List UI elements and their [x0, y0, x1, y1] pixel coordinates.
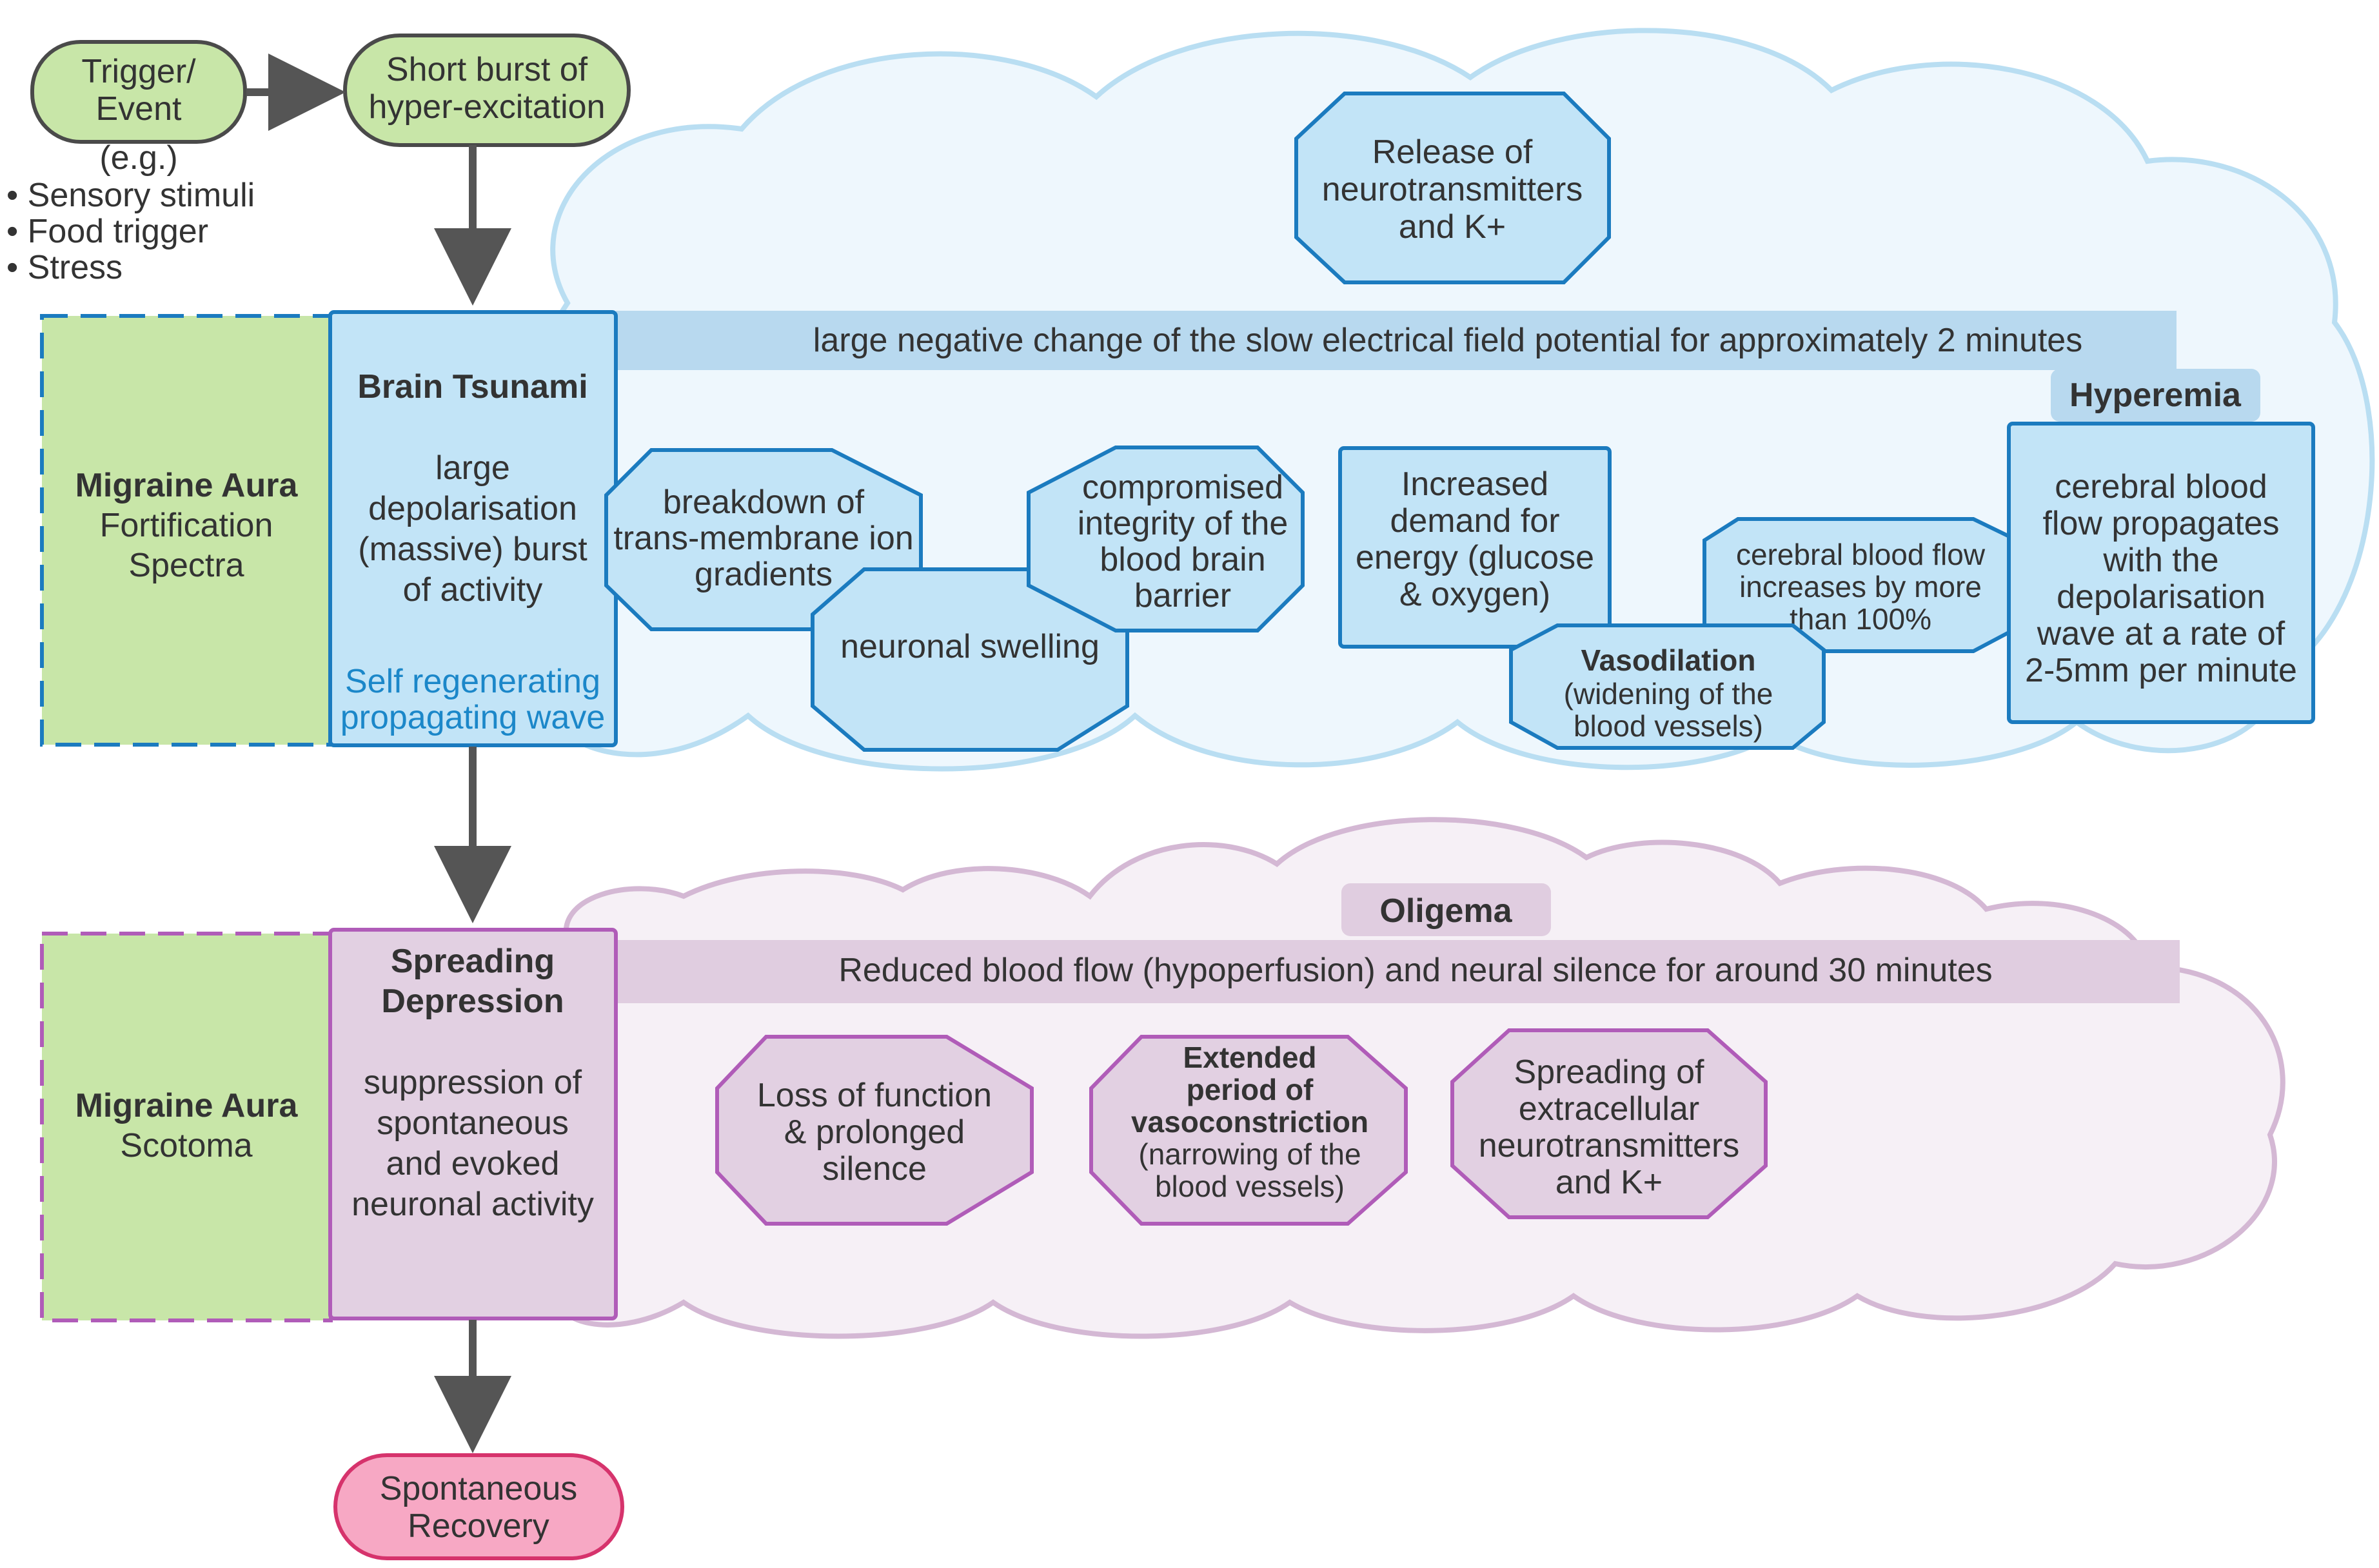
extracellular-line-4: and K+	[1555, 1164, 1663, 1201]
demand-line-4: & oxygen)	[1399, 576, 1550, 613]
aura-fortification-title: Migraine Aura	[75, 467, 299, 504]
spontaneous-recovery-line-1: Spontaneous	[380, 1470, 578, 1507]
spreading-depression-box	[328, 928, 618, 1320]
trigger-event-line-2: Event	[96, 90, 183, 128]
brain-tsunami-line-4: of activity	[403, 571, 543, 609]
demand-line-2: demand for	[1390, 502, 1559, 540]
depolarisation-band	[616, 311, 2177, 370]
spreading-depression-line-4: neuronal activity	[351, 1186, 594, 1223]
extracellular-line-2: extracellular	[1519, 1090, 1699, 1128]
spreading-depression-line-3: and evoked	[386, 1145, 560, 1182]
release-line-3: and K+	[1399, 208, 1506, 246]
loss-line-2: & prolonged	[784, 1113, 965, 1151]
release-neurotransmitters-octagon	[1294, 92, 1611, 284]
aura-fortification-line-2: Spectra	[128, 547, 244, 584]
example-item-3: • Stress	[6, 249, 123, 286]
aura-fortification-line-1: Fortification	[100, 507, 273, 544]
release-line-2: neurotransmitters	[1322, 171, 1583, 208]
loss-of-function-octagon	[715, 1035, 1034, 1226]
propagates-line-2: flow propagates	[2042, 505, 2279, 542]
depolarisation-band-text: large negative change of the slow electr…	[813, 322, 2082, 359]
hyper-excitation-line-1: Short burst of	[386, 51, 588, 88]
spreading-depression-title-1: Spreading	[391, 943, 555, 980]
flow-increase-line-1: cerebral blood flow	[1736, 538, 1986, 571]
vasoconstriction-title-1: Extended	[1183, 1041, 1316, 1074]
brain-tsunami-line-1: large	[435, 449, 510, 487]
aura-scotoma-line-1: Scotoma	[120, 1127, 252, 1164]
examples-heading: (e.g.)	[99, 139, 177, 177]
integrity-line-1: compromised	[1082, 469, 1283, 506]
blood-brain-barrier-octagon	[1027, 446, 1305, 632]
vasoconstriction-title-2: period of	[1187, 1073, 1314, 1106]
breakdown-line-2: trans-membrane ion	[613, 520, 913, 557]
spreading-depression-title-2: Depression	[381, 983, 564, 1020]
extracellular-line-3: neurotransmitters	[1479, 1127, 1740, 1164]
energy-demand-box	[1338, 446, 1612, 649]
spontaneous-recovery-pill	[333, 1453, 624, 1560]
extracellular-spreading-octagon	[1450, 1028, 1768, 1219]
extracellular-line-1: Spreading of	[1514, 1054, 1704, 1091]
brain-tsunami-accent-1: Self regenerating	[345, 663, 600, 700]
integrity-line-4: barrier	[1134, 577, 1231, 614]
brain-tsunami-accent-2: propagating wave	[341, 699, 606, 736]
release-line-1: Release of	[1372, 133, 1533, 171]
vasoconstriction-octagon	[1089, 1035, 1408, 1226]
trigger-event-pill	[30, 40, 247, 144]
vasodilation-title: Vasodilation	[1581, 643, 1756, 677]
vasoconstriction-title-3: vasoconstriction	[1131, 1105, 1368, 1139]
demand-line-1: Increased	[1401, 466, 1548, 503]
swelling-line-1: neuronal swelling	[840, 628, 1100, 665]
aura-scotoma-title: Migraine Aura	[75, 1087, 299, 1124]
loss-line-3: silence	[822, 1150, 927, 1188]
vasodilation-line-2: blood vessels)	[1574, 709, 1763, 743]
oligemia-badge-label: Oligema	[1379, 892, 1512, 930]
example-item-2: • Food trigger	[6, 213, 208, 250]
breakdown-line-3: gradients	[695, 556, 833, 593]
propagates-line-3: with the	[2102, 542, 2218, 579]
brain-tsunami-title: Brain Tsunami	[357, 368, 587, 406]
integrity-line-2: integrity of the	[1078, 505, 1288, 542]
vasodilation-octagon	[1509, 623, 1826, 750]
spreading-depression-line-1: suppression of	[364, 1064, 582, 1101]
propagates-line-5: wave at a rate of	[2037, 615, 2285, 652]
loss-line-1: Loss of function	[757, 1077, 992, 1114]
example-item-1: • Sensory stimuli	[6, 177, 255, 214]
hypoperfusion-band-text: Reduced blood flow (hypoperfusion) and n…	[838, 952, 1992, 989]
vasoconstriction-line-2: blood vessels)	[1155, 1170, 1345, 1203]
hypoperfusion-band	[616, 940, 2180, 1003]
hyper-excitation-line-2: hyper-excitation	[368, 88, 605, 126]
vasodilation-line-1: (widening of the	[1564, 677, 1773, 710]
spontaneous-recovery-line-2: Recovery	[408, 1507, 549, 1545]
brain-tsunami-line-2: depolarisation	[368, 490, 577, 527]
oligemia-badge	[1341, 883, 1551, 936]
propagates-line-4: depolarisation	[2057, 578, 2265, 616]
hyperemia-badge	[2051, 369, 2260, 422]
vasoconstriction-line-1: (narrowing of the	[1138, 1137, 1361, 1171]
spreading-depression-line-2: spontaneous	[377, 1104, 569, 1142]
brain-tsunami-line-3: (massive) burst	[358, 531, 587, 568]
blood-flow-propagates-box	[2007, 422, 2315, 724]
flow-increase-line-3: than 100%	[1790, 602, 1931, 636]
trigger-event-line-1: Trigger/	[81, 53, 196, 90]
breakdown-line-1: breakdown of	[663, 484, 865, 521]
propagates-line-6: 2-5mm per minute	[2025, 652, 2297, 689]
hyperemia-badge-label: Hyperemia	[2069, 377, 2242, 414]
blood-flow-increase-octagon	[1703, 517, 2019, 653]
flow-increase-line-2: increases by more	[1739, 570, 1982, 603]
demand-line-3: energy (glucose	[1356, 539, 1594, 576]
propagates-line-1: cerebral blood	[2055, 468, 2267, 505]
integrity-line-3: blood brain	[1100, 541, 1265, 578]
